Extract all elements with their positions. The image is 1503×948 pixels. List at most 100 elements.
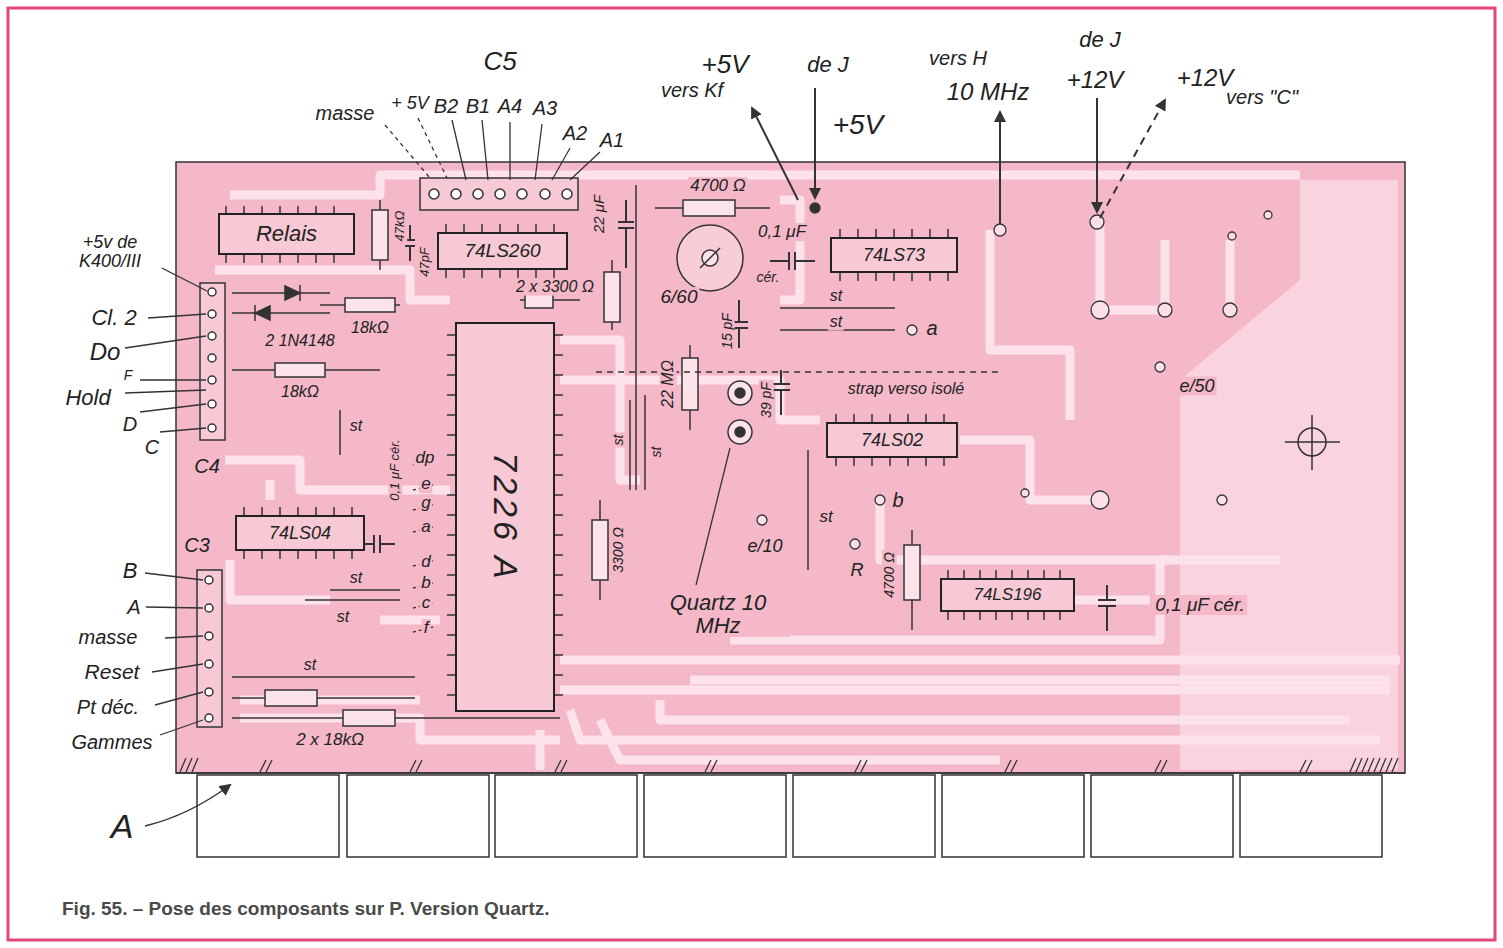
component-label: A1 bbox=[598, 130, 626, 151]
pcb-polyline bbox=[560, 340, 640, 480]
pcb-line bbox=[700, 248, 720, 268]
component-label: g bbox=[419, 494, 432, 512]
component-label: st bbox=[828, 314, 844, 331]
pcb-rect bbox=[1091, 775, 1233, 857]
pcb-rect bbox=[682, 358, 698, 410]
component-label: +12V bbox=[1065, 67, 1126, 92]
pcb-circle bbox=[1228, 232, 1236, 240]
pcb-line bbox=[232, 292, 330, 294]
chip-label: 74LS73 bbox=[863, 245, 925, 266]
pcb-path bbox=[255, 306, 270, 320]
pcb-path bbox=[1098, 585, 1116, 631]
component-label: 4700 Ω bbox=[688, 177, 747, 195]
pcb-line bbox=[644, 395, 646, 490]
pcb-polyline bbox=[215, 270, 450, 300]
component-label: st bbox=[817, 508, 834, 526]
component-label: B2 bbox=[432, 96, 460, 117]
pcb-line bbox=[635, 185, 637, 490]
component-label: 4700 Ω bbox=[882, 550, 897, 600]
pcb-circle bbox=[495, 189, 505, 199]
pcb-circle bbox=[205, 576, 213, 584]
pcb-line bbox=[535, 124, 542, 180]
component-label: 18kΩ bbox=[279, 384, 321, 401]
pcb-circle bbox=[875, 495, 885, 505]
component-label: 47kΩ bbox=[393, 209, 407, 244]
connectors bbox=[197, 178, 578, 727]
component-label: a bbox=[924, 318, 939, 339]
pcb-line bbox=[696, 448, 730, 585]
pcb-path bbox=[772, 370, 790, 415]
pcb-line bbox=[125, 390, 206, 393]
component-label: A2 bbox=[561, 123, 589, 144]
component-label: st bbox=[649, 445, 664, 460]
pcb-circle bbox=[1021, 489, 1029, 497]
component-label: 0,1 μF cér. bbox=[388, 437, 402, 502]
pcb-polyline bbox=[600, 720, 1000, 760]
pcb-line bbox=[155, 692, 203, 705]
component-label: vers "C" bbox=[1224, 87, 1300, 108]
pcb-circle bbox=[208, 332, 216, 340]
pcb-polyline bbox=[380, 616, 440, 625]
pcb-rect bbox=[604, 272, 620, 322]
component-label: Cl. 2 bbox=[89, 306, 138, 329]
chip-label: 74LS02 bbox=[861, 430, 923, 451]
component-label: 15 pF bbox=[720, 311, 735, 351]
component-label: 47pF bbox=[418, 245, 432, 279]
pcb-rect bbox=[793, 775, 935, 857]
pcb-path bbox=[180, 758, 1398, 772]
pcb-line bbox=[596, 371, 1000, 373]
pcb-line bbox=[752, 108, 798, 200]
pcb-polyline bbox=[880, 500, 1170, 560]
component-label: C bbox=[143, 437, 161, 458]
diodes bbox=[232, 285, 330, 321]
component-label: masse bbox=[314, 103, 377, 124]
component-label: A bbox=[109, 809, 136, 845]
component-label: C5 bbox=[481, 48, 518, 75]
pcb-circle bbox=[205, 632, 213, 640]
pcb-circle bbox=[1158, 303, 1172, 317]
pcb-path bbox=[145, 785, 230, 826]
chip-label: 74LS196 bbox=[973, 585, 1041, 605]
pcb-circle bbox=[429, 189, 439, 199]
component-label: R bbox=[849, 561, 866, 580]
pcb-circle bbox=[1091, 491, 1109, 509]
pcb-rect bbox=[347, 775, 489, 857]
pcb-line bbox=[330, 589, 400, 591]
pcb-circle bbox=[208, 354, 216, 362]
pcb-line bbox=[1096, 98, 1098, 212]
component-label: 0,1 μF cér. bbox=[1153, 595, 1247, 615]
pcb-circle bbox=[208, 424, 216, 432]
pcb-line bbox=[570, 152, 600, 180]
pcb-polyline bbox=[780, 200, 800, 300]
chip-label: Relais bbox=[256, 221, 317, 247]
component-label: st bbox=[828, 288, 844, 305]
pcb-rect bbox=[345, 298, 395, 312]
pcb-circle bbox=[208, 310, 216, 318]
component-label: e/10 bbox=[745, 537, 784, 556]
pcb-line bbox=[232, 312, 330, 314]
component-label: C3 bbox=[182, 535, 212, 556]
straps bbox=[232, 185, 1000, 677]
board bbox=[176, 162, 1405, 773]
pcb-circle bbox=[1090, 215, 1104, 229]
pcb-circle bbox=[728, 381, 752, 405]
component-label: 22 MΩ bbox=[660, 358, 677, 410]
component-label: Gammes bbox=[69, 732, 154, 753]
chip-label: 7226 A bbox=[486, 452, 525, 583]
pcb-rect bbox=[200, 283, 225, 440]
pcb-path bbox=[618, 200, 634, 268]
component-label: 10 MHz bbox=[945, 79, 1032, 104]
pcb-rect bbox=[683, 200, 735, 216]
pcb-line bbox=[145, 573, 203, 580]
ic-box: 74LS73 bbox=[830, 237, 958, 273]
pcb-line bbox=[999, 112, 1001, 224]
counter-chip: 7226 A bbox=[455, 322, 555, 712]
pcb-circle bbox=[205, 714, 213, 722]
component-label: st bbox=[302, 657, 318, 674]
component-label: de J bbox=[1077, 28, 1123, 51]
component-label: f bbox=[422, 619, 431, 637]
component-label: Quartz 10 MHz bbox=[646, 591, 790, 637]
pcb-circle bbox=[1091, 301, 1109, 319]
pcb-line bbox=[140, 404, 206, 412]
